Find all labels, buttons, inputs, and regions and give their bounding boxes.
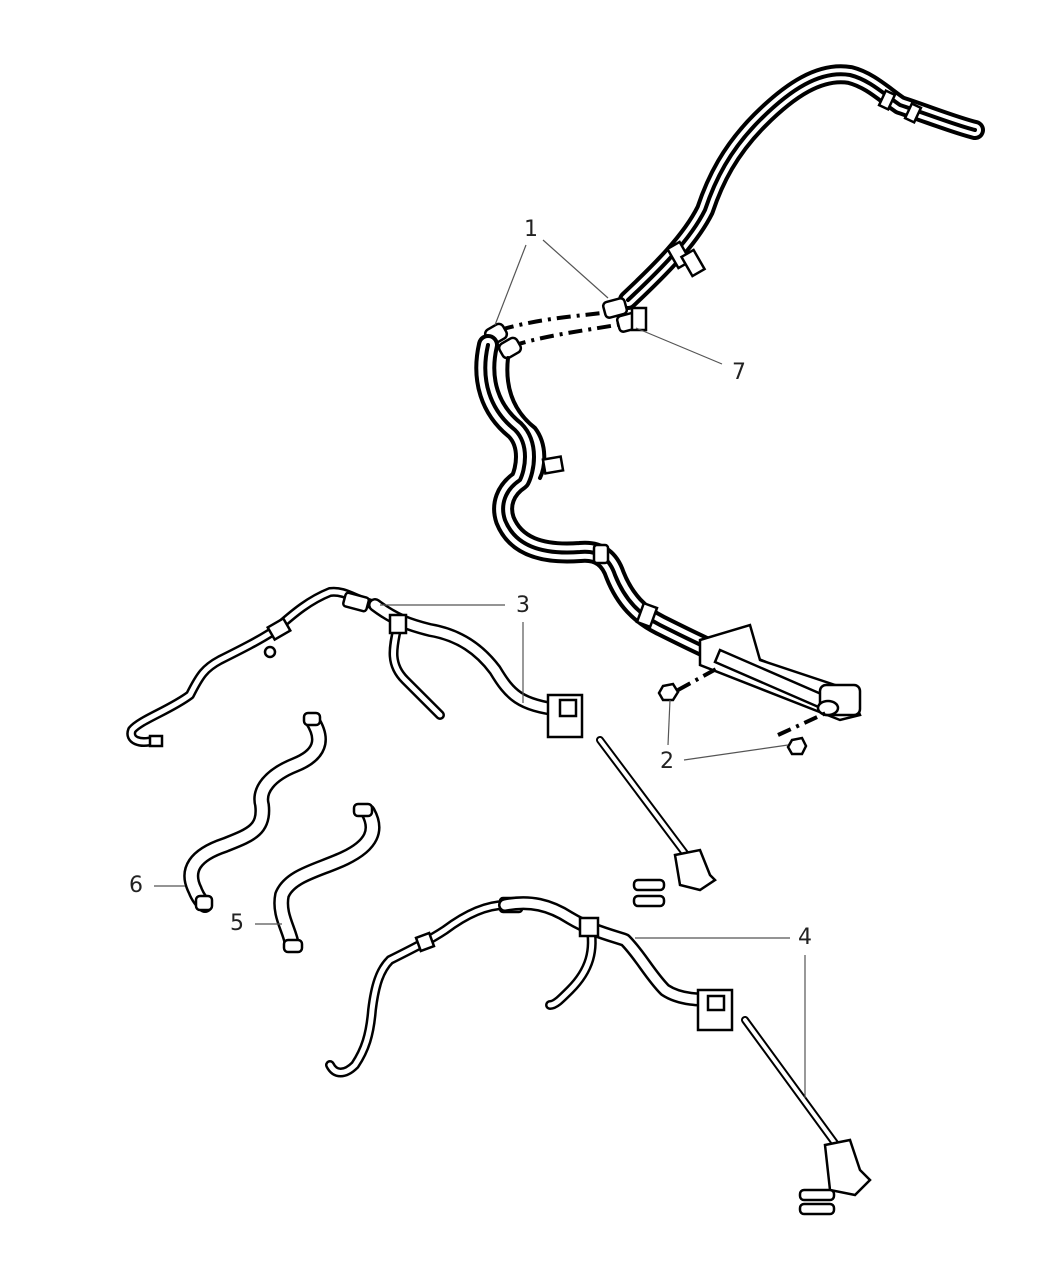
bolt-lower [786, 736, 808, 756]
hose-6 [183, 711, 327, 913]
callout-2: 2 [660, 749, 674, 774]
callout-7: 7 [732, 360, 746, 385]
middle-tube-assembly [126, 586, 717, 908]
callout-4: 4 [798, 925, 812, 950]
bolt-upper [657, 682, 680, 702]
callout-3: 3 [516, 593, 530, 618]
leader-lines [154, 239, 806, 1098]
hose-5 [273, 802, 381, 954]
lower-tube-assembly [325, 896, 872, 1216]
callout-1: 1 [524, 217, 538, 242]
callout-5: 5 [230, 911, 244, 936]
upper-tube-assembly [474, 64, 985, 722]
callout-6: 6 [129, 873, 143, 898]
bolts [657, 666, 829, 756]
